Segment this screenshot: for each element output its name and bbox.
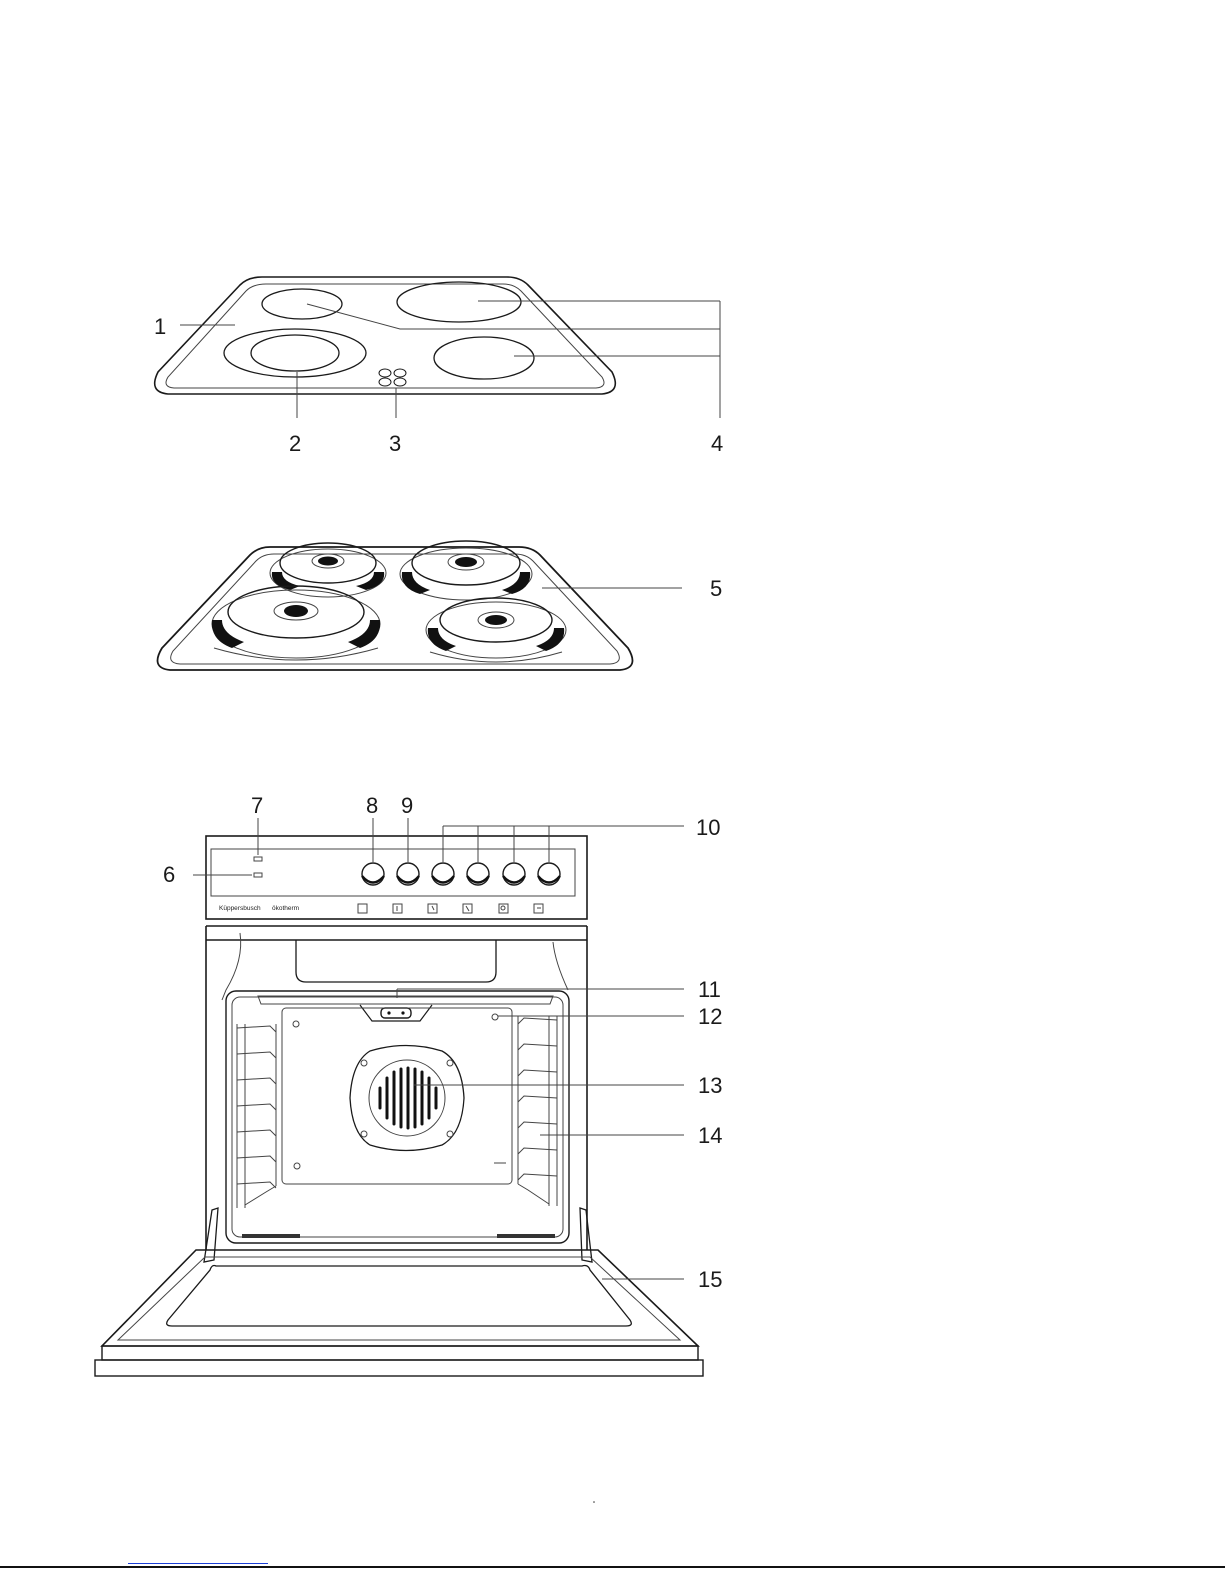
oven-body [206, 926, 587, 1250]
callout-1: 1 [154, 314, 166, 339]
callout-4: 4 [711, 431, 723, 456]
callout-12: 12 [698, 1004, 722, 1029]
callout-2: 2 [289, 431, 301, 456]
page-bottom-rule [0, 1566, 1225, 1568]
callout-11: 11 [698, 977, 721, 1002]
model-label: ökotherm [272, 905, 299, 912]
oven-control-panel [206, 836, 587, 919]
callout-6: 6 [163, 862, 175, 887]
callout-15: 15 [698, 1267, 722, 1292]
hotplate-back-right [400, 541, 532, 600]
hotplate-front-left [212, 586, 380, 660]
callout-9: 9 [401, 793, 413, 818]
callout-13: 13 [698, 1073, 722, 1098]
fan-cover [350, 1046, 464, 1151]
oven-illustration: Küppersbusch ökotherm [95, 818, 703, 1376]
knobs [362, 863, 560, 885]
callout-8: 8 [366, 793, 378, 818]
stray-dot [593, 1501, 595, 1503]
brand-label: Küppersbusch [219, 905, 261, 912]
indicator-lights [379, 369, 406, 386]
oven-door [95, 1250, 703, 1376]
shelf-rails-left [237, 1024, 276, 1208]
callout-7: 7 [251, 793, 263, 818]
callout-10: 10 [696, 815, 720, 840]
knob-symbols [358, 904, 543, 913]
hotplate-front-right [426, 598, 566, 662]
callout-14: 14 [698, 1123, 722, 1148]
callout-3: 3 [389, 431, 401, 456]
ceramic-hob-illustration [155, 277, 720, 418]
shelf-rails-right [518, 1016, 557, 1206]
callout-5: 5 [710, 576, 722, 601]
footer-link[interactable] [128, 1553, 268, 1564]
solid-plate-hob-illustration [158, 541, 683, 670]
